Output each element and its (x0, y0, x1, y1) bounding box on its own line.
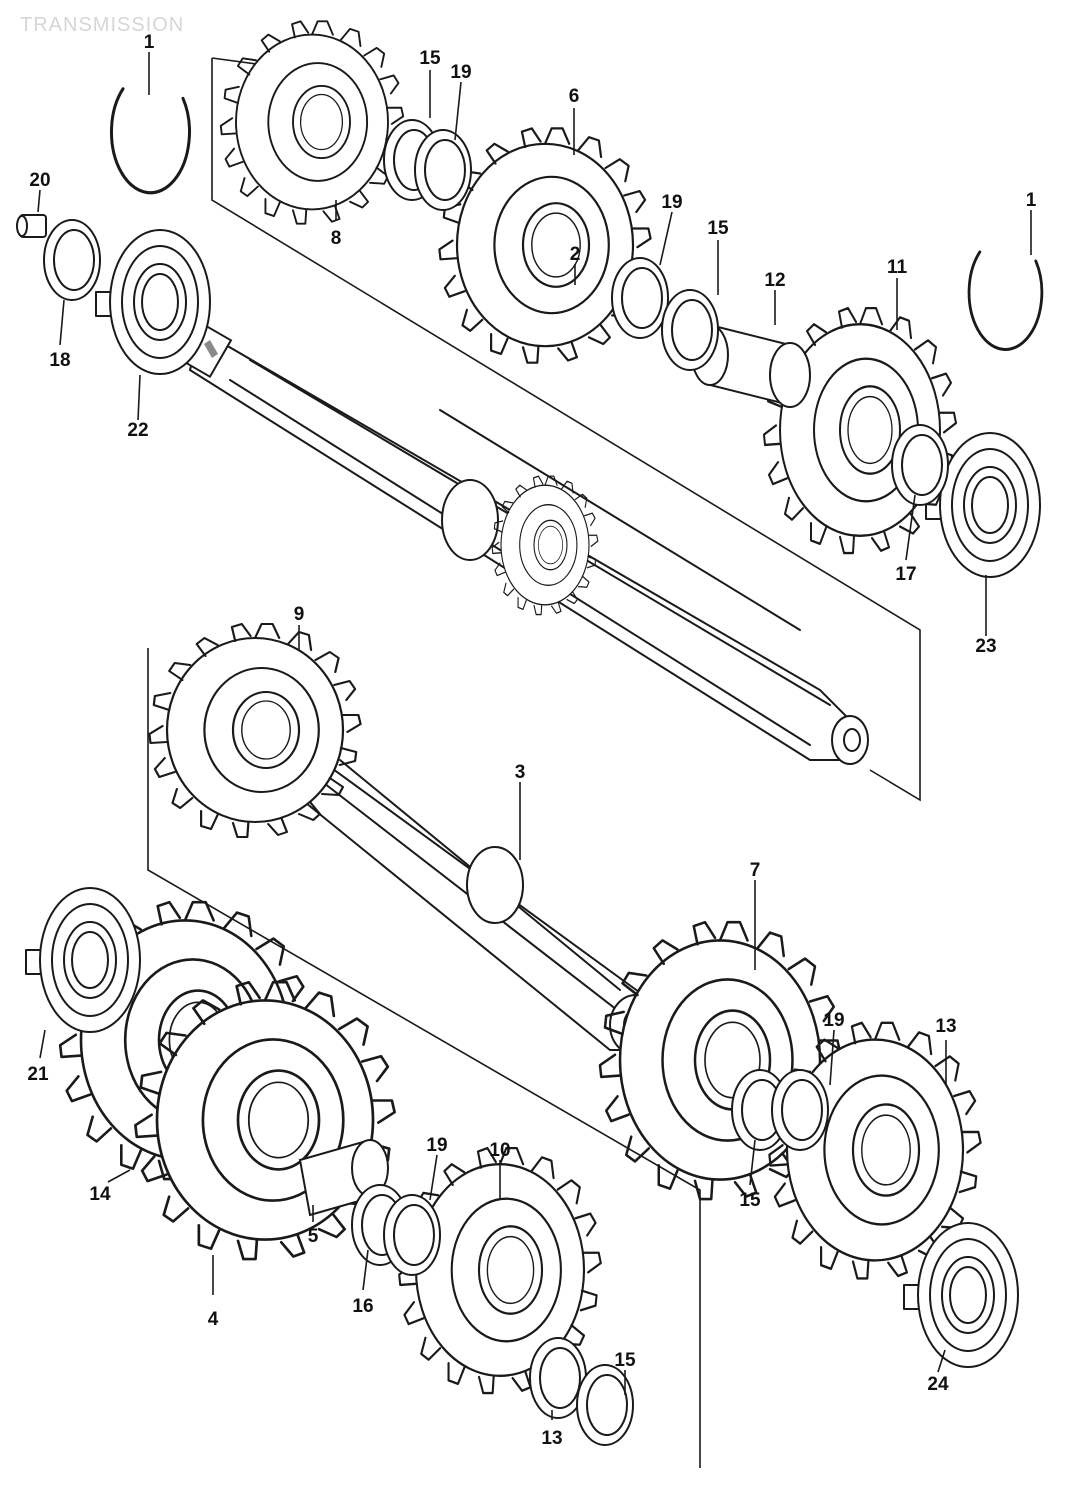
callout-12: 12 (764, 270, 785, 291)
callout-6: 6 (569, 86, 580, 107)
callout-23: 23 (975, 636, 996, 657)
callout-4: 4 (208, 1309, 219, 1330)
washer-18 (43, 219, 101, 301)
washer-17 (891, 424, 949, 506)
circlip-19-right (771, 1069, 829, 1151)
callout-19-right: 19 (823, 1010, 844, 1031)
callout-8: 8 (331, 228, 342, 249)
callout-1-left: 1 (144, 32, 155, 53)
callout-16: 16 (352, 1296, 373, 1317)
callout-15-mid: 15 (707, 218, 729, 239)
callout-24: 24 (927, 1374, 949, 1395)
callout-10: 10 (489, 1140, 510, 1161)
callout-21: 21 (27, 1064, 49, 1085)
callout-11: 11 (887, 257, 908, 278)
callout-14: 14 (89, 1184, 111, 1205)
callout-15-right: 15 (739, 1190, 761, 1211)
callout-15-top: 15 (419, 48, 441, 69)
snap-ring-1-right (967, 250, 1044, 351)
bushing-12 (691, 323, 811, 408)
circlip-19-mid (611, 257, 669, 339)
snap-ring-1-left (109, 87, 192, 195)
callout-9: 9 (294, 604, 305, 625)
callout-17: 17 (895, 564, 916, 585)
callout-15-bottom: 15 (614, 1350, 636, 1371)
callout-22: 22 (127, 420, 148, 441)
collar-20 (16, 214, 47, 238)
callout-7: 7 (750, 860, 761, 881)
bearing-22 (95, 229, 211, 375)
callout-5: 5 (308, 1226, 319, 1247)
callout-13-right: 13 (935, 1016, 956, 1037)
callout-1-right: 1 (1026, 190, 1037, 211)
callout-20: 20 (29, 170, 50, 191)
circlip-19-top (414, 129, 472, 211)
callout-19-mid: 19 (661, 192, 682, 213)
washer-15-mid (661, 289, 719, 371)
countershaft (288, 743, 663, 1056)
gear-8 (219, 20, 405, 225)
callout-18: 18 (49, 350, 70, 371)
bearing-21 (25, 887, 141, 1033)
callout-19-bottom: 19 (426, 1135, 447, 1156)
callout-2: 2 (570, 244, 581, 265)
callout-13-bottom: 13 (541, 1428, 562, 1449)
callout-19-top: 19 (450, 62, 471, 83)
circlip-19-bottom (383, 1194, 441, 1276)
diagram-title: TRANSMISSION (20, 14, 185, 36)
callout-3: 3 (515, 762, 526, 783)
